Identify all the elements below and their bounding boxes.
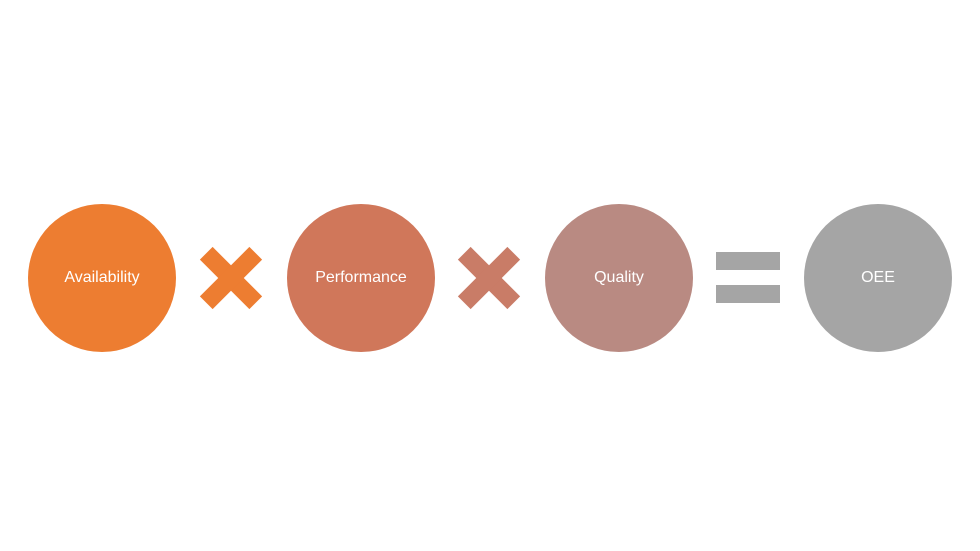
oee-circle: OEE xyxy=(804,204,952,352)
equals-icon xyxy=(716,252,780,304)
availability-circle: Availability xyxy=(28,204,176,352)
equals-bar-top xyxy=(716,252,780,270)
equals-bar-bottom xyxy=(716,285,780,303)
quality-label: Quality xyxy=(594,269,644,286)
performance-label: Performance xyxy=(315,269,407,286)
multiply-icon xyxy=(199,246,263,310)
availability-label: Availability xyxy=(64,269,140,286)
oee-label: OEE xyxy=(861,269,895,286)
performance-circle: Performance xyxy=(287,204,435,352)
quality-circle: Quality xyxy=(545,204,693,352)
multiply-icon xyxy=(457,246,521,310)
